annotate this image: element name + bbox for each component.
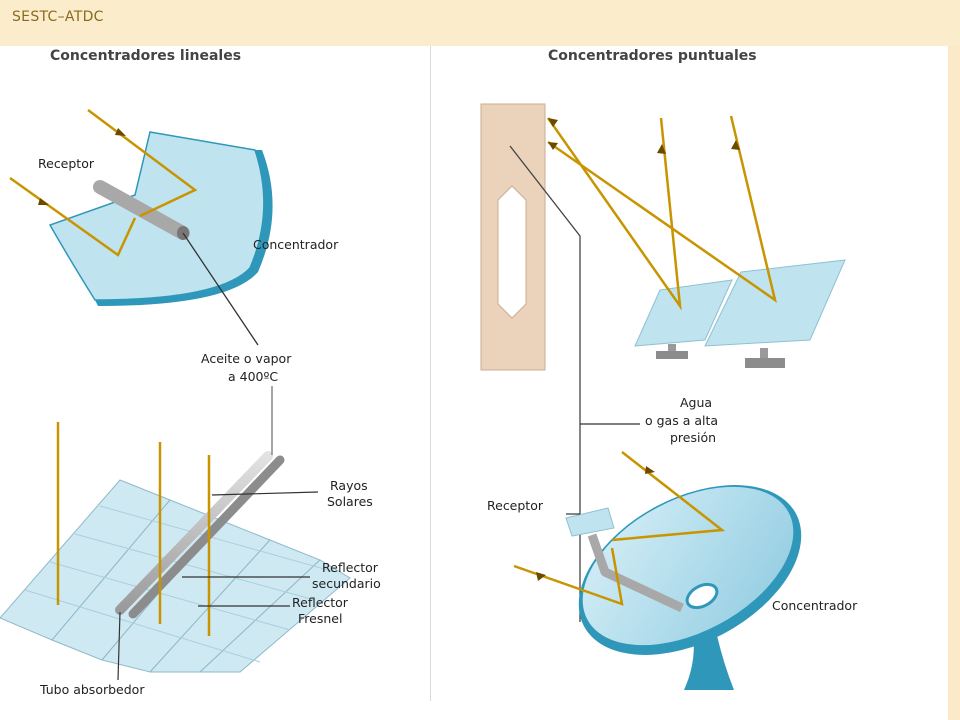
heliostat-2 <box>704 259 846 347</box>
dish-ray-2 <box>513 547 624 606</box>
heliostat-1 <box>634 279 733 347</box>
dish-ray-1 <box>611 451 726 542</box>
aceite-leader <box>182 232 259 346</box>
tower-ray-2 <box>547 115 777 303</box>
dish-receptor-arm <box>587 533 684 613</box>
aceite-label-2: a 400ºC <box>228 369 278 384</box>
right-stripe <box>948 46 960 720</box>
agua-label-2: o gas a alta <box>645 413 718 428</box>
header-band <box>0 0 960 46</box>
concentrators-diagram: Receptor Concentrador Aceite o vapor a 4… <box>0 103 858 697</box>
tower-ray-1 <box>546 117 682 311</box>
tower-leader <box>509 145 581 622</box>
trough-ray-arrow-2 <box>38 198 49 205</box>
left-receptor-label: Receptor <box>38 156 95 171</box>
parabolic-dish <box>513 451 802 690</box>
reflector-secundario-label-2: secundario <box>312 576 381 591</box>
heliostat-1-base <box>656 351 688 359</box>
agua-label-1: Agua <box>680 395 712 410</box>
absorber-tube-2 <box>128 455 285 619</box>
panel-separator <box>430 46 431 701</box>
right-concentrador-label: Concentrador <box>772 598 858 613</box>
right-receptor-label: Receptor <box>487 498 544 513</box>
parabolic-trough <box>9 108 273 346</box>
reflector-secundario-label-1: Reflector <box>322 560 379 575</box>
left-panel-title: Concentradores lineales <box>50 48 242 64</box>
tubo-absorbedor-label: Tubo absorbedor <box>39 682 145 697</box>
fresnel-collector <box>0 386 351 681</box>
dish-mirror <box>582 486 794 646</box>
trough-ray-arrow-1 <box>115 128 126 136</box>
dish-receptor <box>565 507 615 537</box>
reflector-fresnel-label-1: Reflector <box>292 595 349 610</box>
dish-center <box>685 582 719 610</box>
trough-receptor-tube <box>93 180 190 240</box>
heliostats <box>546 115 846 368</box>
reflector-fresnel-label-2: Fresnel <box>298 611 342 626</box>
trough-ray-1 <box>87 108 198 218</box>
heliostat-2-base <box>745 358 785 368</box>
right-panel-title: Concentradores puntuales <box>548 48 757 64</box>
rayos-label-2: Solares <box>327 494 373 509</box>
tower-window <box>497 185 527 319</box>
absorber-tube <box>115 451 273 615</box>
aceite-label-1: Aceite o vapor <box>201 351 292 366</box>
agua-label-3: presión <box>670 430 716 445</box>
fresnel-strip <box>198 559 351 673</box>
solar-tower <box>480 103 640 622</box>
diagram-panel: Concentradores lineales Concentradores p… <box>0 46 948 720</box>
left-concentrador-label: Concentrador <box>253 237 339 252</box>
header-title: SESTC–ATDC <box>12 9 104 25</box>
rayos-label-1: Rayos <box>330 478 368 493</box>
